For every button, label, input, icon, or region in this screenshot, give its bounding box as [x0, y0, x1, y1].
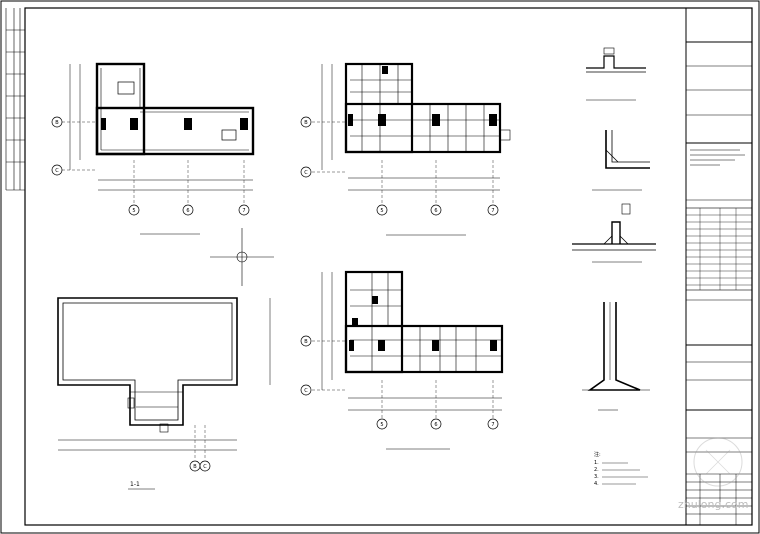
plan-a	[62, 62, 255, 205]
binding-strip	[5, 8, 25, 191]
axis-bubble-7-plan-b: 7	[487, 204, 499, 216]
watermark-logo	[693, 437, 743, 487]
axis-bubble-7-plan-c: 7	[487, 418, 499, 430]
axis-bubble-6-plan-a: 6	[182, 204, 194, 216]
svg-text:C: C	[304, 388, 308, 394]
svg-text:B: B	[55, 120, 59, 126]
svg-text:6: 6	[186, 208, 189, 214]
svg-text:C: C	[304, 170, 308, 176]
axis-bubble-c-plan-b: C	[300, 166, 312, 178]
crosshair-icon	[210, 228, 274, 286]
section-axis-bubble-c: C	[199, 460, 211, 472]
title-block-table	[686, 208, 752, 290]
svg-text:B: B	[193, 464, 197, 470]
detail-1	[586, 47, 646, 73]
section-axis-bubble-b: B	[189, 460, 201, 472]
detail-2	[605, 130, 650, 169]
axis-bubble-5-plan-a: 5	[128, 204, 140, 216]
svg-text:C: C	[55, 168, 59, 174]
section-title: 1-1	[130, 481, 140, 488]
title-block	[685, 8, 753, 525]
svg-text:7: 7	[491, 208, 494, 214]
axis-bubble-c-plan-c: C	[300, 384, 312, 396]
svg-text:5: 5	[380, 208, 383, 214]
title-block-scribbles	[690, 149, 745, 166]
plan-a-columns	[101, 118, 248, 130]
axis-bubble-b-plan-c: B	[300, 335, 312, 347]
svg-text:7: 7	[491, 422, 494, 428]
svg-text:C: C	[203, 464, 207, 470]
svg-text:5: 5	[380, 422, 383, 428]
axis-bubble-c-plan-a: C	[51, 164, 63, 176]
plan-b	[312, 62, 511, 205]
axis-bubble-6-plan-c: 6	[430, 418, 442, 430]
note-2: 2.	[594, 467, 599, 473]
svg-text:6: 6	[434, 422, 437, 428]
axis-bubble-b-plan-b: B	[300, 116, 312, 128]
axis-bubble-5-plan-c: 5	[376, 418, 388, 430]
svg-text:B: B	[304, 120, 308, 126]
axis-bubble-b-plan-a: B	[51, 116, 63, 128]
detail-3	[572, 203, 656, 251]
notes-block: 注: 1. 2. 3. 4.	[594, 451, 648, 487]
detail-4	[582, 302, 650, 391]
note-3: 3.	[594, 474, 599, 480]
svg-text:B: B	[304, 339, 308, 345]
axis-bubble-7-plan-a: 7	[238, 204, 250, 216]
watermark-text: zhulong.com	[678, 498, 748, 511]
axis-bubble-6-plan-b: 6	[430, 204, 442, 216]
plan-c	[312, 270, 504, 418]
note-1: 1.	[594, 460, 599, 466]
svg-text:7: 7	[242, 208, 245, 214]
axis-bubble-5-plan-b: 5	[376, 204, 388, 216]
svg-text:5: 5	[132, 208, 135, 214]
note-4: 4.	[594, 481, 599, 487]
svg-text:6: 6	[434, 208, 437, 214]
notes-heading: 注:	[594, 451, 601, 458]
section-1-1	[57, 297, 271, 460]
